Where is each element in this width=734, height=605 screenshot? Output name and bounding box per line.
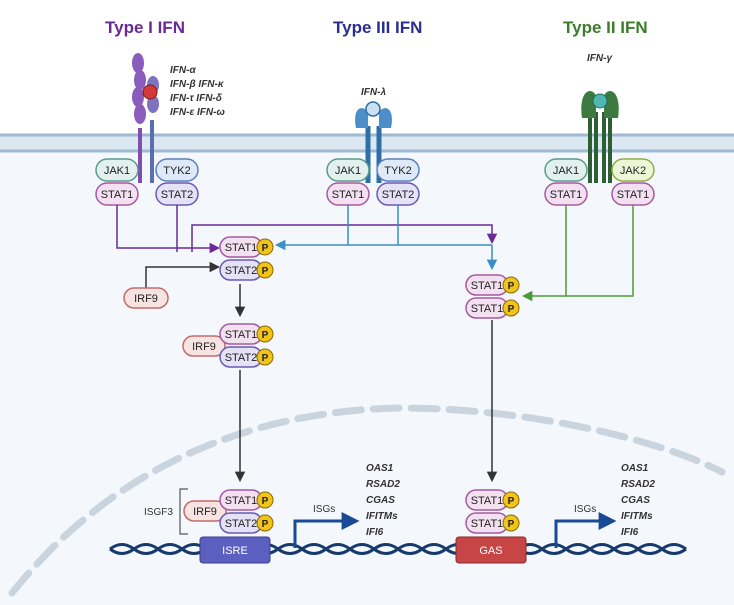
isgf3-complex-nucleus: IRF9 STAT1 P STAT2 P [183,489,274,534]
svg-text:P: P [262,330,269,341]
type3-title: Type III IFN [333,18,422,37]
svg-text:P: P [262,266,269,277]
gene-label: RSAD2 [621,479,655,490]
svg-text:STAT2: STAT2 [225,352,258,364]
type2-receptor [581,91,619,183]
type2-title: Type II IFN [563,18,648,37]
type1-ligand-list: IFN-α IFN-β IFN-κ IFN-τ IFN-δ IFN-ε IFN-… [170,65,225,118]
isre-transcription-arrow: ISGs [293,504,360,548]
svg-text:P: P [262,496,269,507]
jak1-type1: JAK1 [95,158,139,182]
svg-text:STAT2: STAT2 [225,518,258,530]
tyk2-type1: TYK2 [155,158,199,182]
ligand-line: IFN-τ IFN-δ [170,93,223,104]
gene-label: IFI6 [366,527,384,538]
stat2-type3: STAT2 [376,182,420,206]
svg-text:P: P [508,496,515,507]
svg-text:P: P [262,353,269,364]
gene-label: RSAD2 [366,479,400,490]
jak2-type2: JAK2 [611,158,655,182]
isgf3-complex-cytoplasm: IRF9 STAT1 P STAT2 P [182,323,274,368]
svg-text:STAT1: STAT1 [332,189,365,201]
stat1-type2-right: STAT1 [611,182,655,206]
svg-text:STAT1: STAT1 [225,242,258,254]
svg-text:STAT1: STAT1 [471,280,504,292]
svg-text:JAK1: JAK1 [335,165,361,177]
svg-text:ISRE: ISRE [222,545,248,557]
type1-title: Type I IFN [105,18,185,37]
svg-text:TYK2: TYK2 [384,165,412,177]
svg-text:JAK1: JAK1 [104,165,130,177]
svg-text:STAT1: STAT1 [617,189,650,201]
ligand-line: IFN-α [170,65,196,76]
stat1-stat2-dimer: STAT1 P STAT2 P [219,236,274,281]
gas-element: GAS [455,536,527,564]
type3-ligand: IFN-λ [361,87,386,98]
svg-text:STAT1: STAT1 [471,518,504,530]
gene-label: CGAS [366,495,395,506]
ligand-line: IFN-β IFN-κ [170,79,225,90]
svg-text:JAK1: JAK1 [553,165,579,177]
svg-text:IRF9: IRF9 [192,341,216,353]
svg-text:STAT2: STAT2 [382,189,415,201]
gas-transcription-arrow: ISGs [554,504,617,548]
svg-text:STAT1: STAT1 [225,329,258,341]
isgf3-bracket: ISGF3 [144,488,188,535]
gene-label: IFITMs [366,511,398,522]
irf9-recruit-arrow [145,261,221,288]
svg-text:P: P [508,281,515,292]
type1-arrows [116,205,498,254]
svg-text:STAT1: STAT1 [550,189,583,201]
type2-arrows [521,205,634,302]
type3-arrows [274,205,498,271]
svg-text:P: P [262,243,269,254]
svg-text:P: P [508,519,515,530]
svg-text:STAT1: STAT1 [225,495,258,507]
gene-label: IFI6 [621,527,639,538]
svg-text:TYK2: TYK2 [163,165,191,177]
svg-text:P: P [508,304,515,315]
isgs-label-gas: ISGs [574,504,596,515]
stat1-type1: STAT1 [95,182,139,206]
stat1-homodimer-nucleus: STAT1 P STAT1 P [465,489,520,534]
svg-text:P: P [262,519,269,530]
gene-label: IFITMs [621,511,653,522]
svg-text:JAK2: JAK2 [620,165,646,177]
stat1-homodimer-cytoplasm: STAT1 P STAT1 P [465,274,520,319]
ligand-line: IFN-ε IFN-ω [170,107,225,118]
translocation-arrows [234,284,498,483]
isg-gene-list-gas: OAS1 RSAD2 CGAS IFITMs IFI6 [621,463,655,538]
svg-text:STAT1: STAT1 [471,303,504,315]
tyk2-type3: TYK2 [376,158,420,182]
jak1-type2: JAK1 [544,158,588,182]
irf9-free: IRF9 [123,287,169,309]
type1-receptor [132,53,159,183]
nuclear-envelope [8,404,726,597]
svg-text:STAT2: STAT2 [225,265,258,277]
isg-gene-list-isre: OAS1 RSAD2 CGAS IFITMs IFI6 [366,463,400,538]
gene-label: CGAS [621,495,650,506]
gene-label: OAS1 [366,463,394,474]
svg-text:GAS: GAS [479,545,502,557]
svg-text:IRF9: IRF9 [134,293,158,305]
svg-text:STAT1: STAT1 [471,495,504,507]
type2-ligand: IFN-γ [587,53,613,64]
gene-label: OAS1 [621,463,649,474]
svg-text:STAT2: STAT2 [161,189,194,201]
isgf3-label: ISGF3 [144,507,173,518]
stat1-type2-left: STAT1 [544,182,588,206]
isgs-label-isre: ISGs [313,504,335,515]
isre-element: ISRE [199,536,271,564]
jak1-type3: JAK1 [326,158,370,182]
svg-text:STAT1: STAT1 [101,189,134,201]
stat2-type1: STAT2 [155,182,199,206]
stat1-type3: STAT1 [326,182,370,206]
svg-text:IRF9: IRF9 [193,506,217,518]
